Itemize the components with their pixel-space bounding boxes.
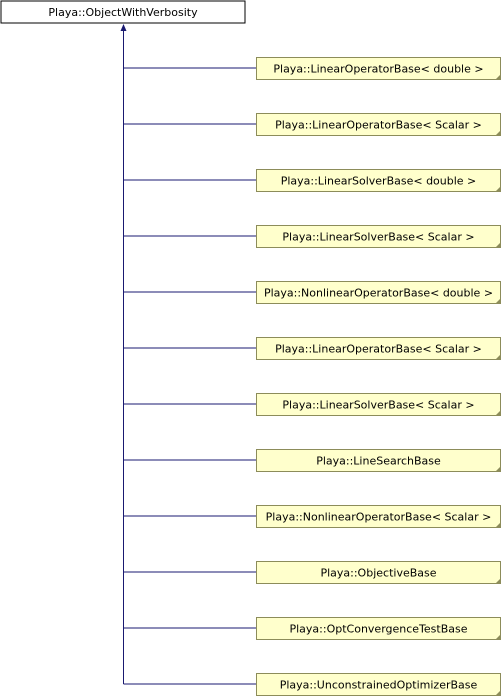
derived-class-label: Playa::OptConvergenceTestBase — [289, 623, 467, 636]
derived-class-node[interactable]: Playa::ObjectiveBase — [256, 561, 501, 584]
corner-marker-icon — [495, 690, 501, 696]
derived-class-node[interactable]: Playa::LineSearchBase — [256, 449, 501, 472]
inheritance-arrowhead — [120, 24, 127, 31]
derived-class-box — [256, 561, 501, 584]
derived-class-box — [256, 393, 501, 416]
derived-class-node[interactable]: Playa::NonlinearOperatorBase< Scalar > — [256, 505, 501, 528]
derived-class-node[interactable]: Playa::LinearOperatorBase< double > — [256, 57, 501, 80]
derived-class-box — [256, 281, 501, 304]
derived-class-box — [256, 337, 501, 360]
derived-class-node[interactable]: Playa::UnconstrainedOptimizerBase — [256, 673, 501, 696]
corner-marker-icon — [495, 186, 501, 192]
derived-class-box — [256, 57, 501, 80]
corner-marker-icon — [495, 634, 501, 640]
derived-class-label: Playa::LinearSolverBase< Scalar > — [282, 231, 474, 244]
inheritance-edges — [120, 24, 257, 685]
base-class-box — [0, 0, 246, 24]
corner-marker-icon — [495, 578, 501, 584]
derived-class-node[interactable]: Playa::LinearSolverBase< double > — [256, 169, 501, 192]
derived-class-node[interactable]: Playa::LinearOperatorBase< Scalar > — [256, 113, 501, 136]
corner-marker-icon — [495, 130, 501, 136]
derived-classes: Playa::LinearOperatorBase< double >Playa… — [256, 57, 501, 696]
corner-marker-icon — [495, 410, 501, 416]
derived-class-label: Playa::ObjectiveBase — [320, 567, 436, 580]
corner-marker-icon — [495, 522, 501, 528]
derived-class-label: Playa::LinearOperatorBase< Scalar > — [275, 119, 482, 132]
derived-class-box — [256, 617, 501, 640]
derived-class-box — [256, 113, 501, 136]
derived-class-label: Playa::LinearSolverBase< Scalar > — [282, 399, 474, 412]
derived-class-node[interactable]: Playa::LinearSolverBase< Scalar > — [256, 225, 501, 248]
base-class-label: Playa::ObjectWithVerbosity — [48, 6, 198, 19]
corner-marker-icon — [495, 466, 501, 472]
corner-marker-icon — [495, 354, 501, 360]
derived-class-label: Playa::LinearSolverBase< double > — [281, 175, 477, 188]
derived-class-node[interactable]: Playa::NonlinearOperatorBase< double > — [256, 281, 501, 304]
derived-class-box — [256, 169, 501, 192]
derived-class-box — [256, 449, 501, 472]
derived-class-label: Playa::NonlinearOperatorBase< Scalar > — [266, 511, 492, 524]
derived-class-node[interactable]: Playa::OptConvergenceTestBase — [256, 617, 501, 640]
corner-marker-icon — [495, 242, 501, 248]
derived-class-label: Playa::LinearOperatorBase< Scalar > — [275, 343, 482, 356]
derived-class-node[interactable]: Playa::LinearOperatorBase< Scalar > — [256, 337, 501, 360]
corner-marker-icon — [495, 74, 501, 80]
base-class-node[interactable]: Playa::ObjectWithVerbosity — [0, 0, 246, 24]
derived-class-node[interactable]: Playa::LinearSolverBase< Scalar > — [256, 393, 501, 416]
derived-class-box — [256, 505, 501, 528]
corner-marker-icon — [495, 298, 501, 304]
derived-class-label: Playa::LineSearchBase — [316, 455, 441, 468]
derived-class-box — [256, 225, 501, 248]
derived-class-label: Playa::UnconstrainedOptimizerBase — [280, 679, 478, 692]
derived-class-label: Playa::NonlinearOperatorBase< double > — [264, 287, 493, 300]
derived-class-label: Playa::LinearOperatorBase< double > — [273, 63, 483, 76]
